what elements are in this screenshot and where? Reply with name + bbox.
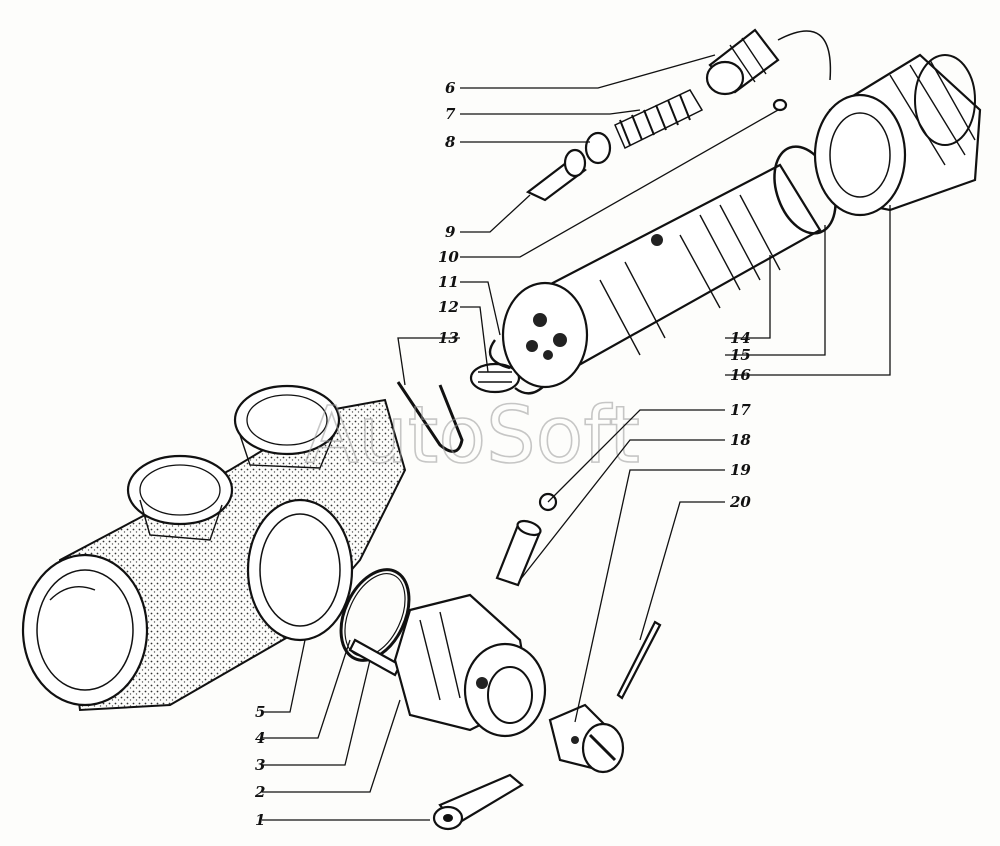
callout-2: 2: [254, 783, 265, 801]
housing-part: [21, 384, 407, 712]
clip-part-13: [396, 381, 464, 453]
spring-part-7: [614, 89, 704, 150]
set-screw-part-10: [772, 98, 788, 112]
callout-7: 7: [445, 105, 456, 123]
callout-17: 17: [730, 401, 751, 419]
split-pin-part-20: [616, 620, 662, 700]
callout-15: 15: [730, 346, 751, 364]
slotted-plug-part-19: [548, 703, 625, 774]
callout-11: 11: [438, 273, 459, 291]
nozzle-part-12: [469, 362, 521, 394]
washer-part-8: [584, 131, 612, 165]
threaded-cap-part-16: [813, 53, 982, 217]
callout-10: 10: [438, 248, 459, 266]
leader-lines: [262, 54, 891, 821]
callout-5: 5: [255, 703, 265, 721]
threaded-plug-part-6: [705, 28, 780, 96]
callout-3: 3: [255, 756, 265, 774]
eye-bolt-part-1: [432, 773, 524, 831]
callout-6: 6: [445, 79, 456, 97]
callout-14: 14: [730, 329, 751, 347]
valve-stem-part-9: [525, 148, 587, 202]
callout-1: 1: [255, 811, 265, 829]
callout-4: 4: [255, 729, 265, 747]
callout-20: 20: [729, 493, 751, 511]
callout-9: 9: [445, 223, 456, 241]
callout-16: 16: [730, 366, 751, 384]
callout-12: 12: [438, 298, 459, 316]
sleeve-part-2: [393, 593, 547, 738]
callout-18: 18: [730, 431, 751, 449]
callout-8: 8: [445, 133, 456, 151]
tube-part-18: [495, 519, 542, 587]
o-ring-part-4: [339, 568, 411, 662]
pin-part-3: [348, 638, 402, 677]
spool-part-14: [501, 163, 822, 389]
callout-13: 13: [438, 329, 459, 347]
callout-19: 19: [730, 461, 751, 479]
watermark-text: AutoSoft: [305, 391, 640, 481]
